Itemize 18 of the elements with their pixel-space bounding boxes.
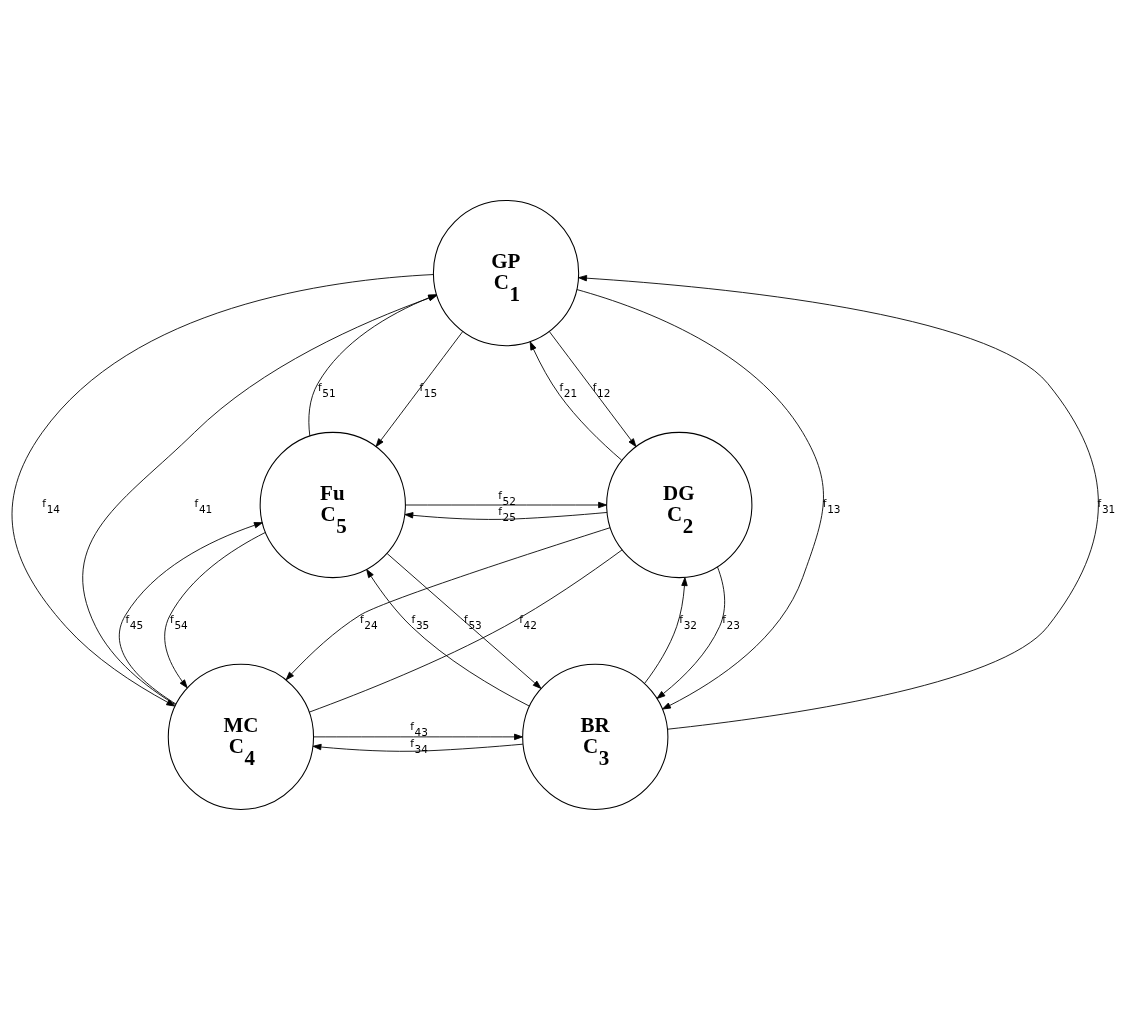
arrow bbox=[312, 743, 524, 752]
arrow bbox=[404, 512, 608, 520]
connector bbox=[308, 549, 623, 713]
arrow bbox=[375, 331, 464, 447]
arrow bbox=[656, 566, 726, 699]
arrow bbox=[285, 527, 611, 681]
arrow bbox=[529, 341, 623, 461]
arrow bbox=[405, 501, 607, 509]
arrow bbox=[578, 275, 1099, 730]
arrow bbox=[313, 733, 523, 741]
arrow bbox=[119, 522, 263, 705]
arrow bbox=[11, 274, 434, 707]
arrow bbox=[366, 569, 530, 707]
arrow bbox=[548, 331, 637, 447]
arrow bbox=[644, 577, 688, 684]
arrow bbox=[386, 553, 542, 689]
arrow bbox=[164, 532, 266, 689]
arrow bbox=[576, 289, 824, 710]
